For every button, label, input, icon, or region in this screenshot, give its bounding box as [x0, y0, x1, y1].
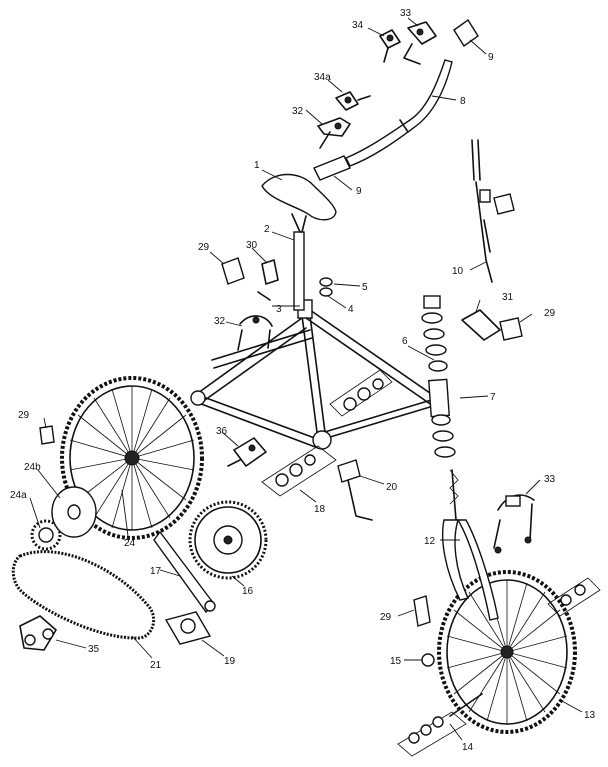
- callout-29-front-top: 29: [544, 308, 556, 319]
- shifter-34a: [335, 91, 371, 111]
- rear-brake-bridge: [257, 259, 279, 301]
- callout-32-rear: 32: [214, 316, 226, 327]
- reflector-front-top: [499, 317, 523, 341]
- front-wheel: [437, 570, 577, 734]
- reflector-rear-top: [221, 257, 245, 285]
- callout-21: 21: [150, 660, 162, 671]
- callout-33-mid: 33: [544, 474, 556, 485]
- callout-13: 13: [584, 710, 596, 721]
- callout-36: 36: [216, 426, 228, 437]
- callout-29-rear: 29: [18, 410, 30, 421]
- rear-brake-caliper: [237, 315, 273, 351]
- callout-18: 18: [314, 504, 326, 515]
- shifter-34: [379, 29, 401, 63]
- axle-nut: [421, 653, 435, 667]
- grip-lower: [313, 155, 351, 181]
- crank-arm: [153, 530, 216, 614]
- cable-bracket: [461, 309, 501, 341]
- callout-4: 4: [348, 304, 354, 315]
- callout-8: 8: [460, 96, 466, 107]
- callout-9-mid: 9: [356, 186, 362, 197]
- callout-24: 24: [124, 538, 136, 549]
- callout-35: 35: [88, 644, 100, 655]
- frame: [190, 299, 450, 450]
- leader-lines: [29, 17, 583, 741]
- brake-lever-left: [317, 117, 351, 149]
- callout-6: 6: [402, 336, 408, 347]
- callout-31: 31: [502, 292, 514, 303]
- stem-assembly: [471, 139, 515, 283]
- callout-7: 7: [490, 392, 496, 403]
- brake-lever-right: [403, 21, 437, 65]
- callout-16: 16: [242, 586, 254, 597]
- callout-9-top: 9: [488, 52, 494, 63]
- callout-32-top: 32: [292, 106, 304, 117]
- callout-33-top: 33: [400, 8, 412, 19]
- callout-10: 10: [452, 266, 464, 277]
- front-derailleur: [227, 437, 267, 467]
- front-axle-set: [397, 693, 483, 757]
- rear-derailleur: [19, 615, 57, 651]
- callout-2: 2: [264, 224, 270, 235]
- seat-post: [293, 231, 305, 311]
- callout-29-front: 29: [380, 612, 392, 623]
- chain: [11, 550, 156, 640]
- headset-stack: [421, 295, 456, 458]
- callout-34: 34: [352, 20, 364, 31]
- brake-caliper-front: [493, 494, 535, 554]
- callout-labels: 1 2 3 4 5 6 7 8 9 9 10 12 13 14 15 16 17…: [10, 8, 596, 753]
- callout-24b: 24b: [24, 462, 41, 473]
- saddle: [261, 173, 337, 233]
- kickstand: [337, 459, 373, 521]
- callout-14: 14: [462, 742, 474, 753]
- pedal: [164, 611, 212, 645]
- chainring: [188, 500, 268, 580]
- callout-1: 1: [254, 160, 260, 171]
- callout-12: 12: [424, 536, 436, 547]
- handlebar: [345, 59, 453, 167]
- callout-34a: 34a: [314, 72, 331, 83]
- rear-wheel: [60, 376, 204, 540]
- callout-3: 3: [276, 304, 282, 315]
- front-hub-set: [547, 577, 601, 617]
- reflector-rear: [39, 425, 55, 445]
- callout-30: 30: [246, 240, 258, 251]
- seat-clamp-bolt: [319, 277, 333, 297]
- bottom-bracket-set: [261, 369, 393, 497]
- callout-20: 20: [386, 482, 398, 493]
- callout-19: 19: [224, 656, 236, 667]
- front-fork: [441, 469, 499, 621]
- callout-15: 15: [390, 656, 402, 667]
- reflector-front: [413, 595, 431, 627]
- callout-5: 5: [362, 282, 368, 293]
- callout-24a: 24a: [10, 490, 27, 501]
- callout-17: 17: [150, 566, 162, 577]
- grip-upper: [453, 18, 479, 48]
- freewheel: [30, 519, 62, 551]
- spoke-guard: [51, 486, 97, 538]
- callout-29-rear-top: 29: [198, 242, 210, 253]
